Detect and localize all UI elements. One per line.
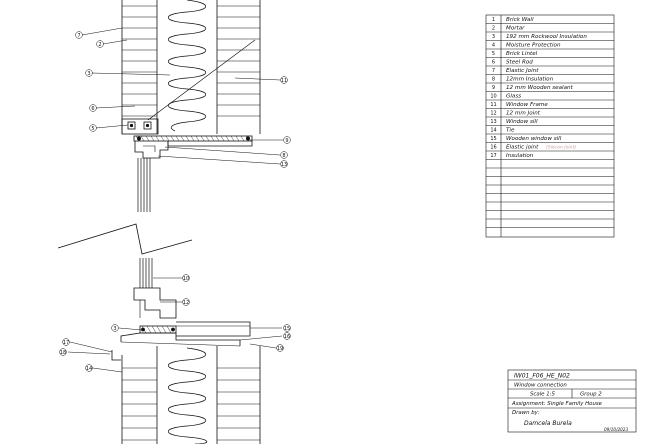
legend-label: Elastic joint bbox=[506, 145, 539, 151]
legend-label: 192 mm Rockwool Insulation bbox=[506, 34, 587, 40]
legend-label: Wooden window sill bbox=[506, 136, 562, 142]
legend-number: 13 bbox=[490, 119, 496, 125]
bottom-callout-numbers: 10 12 3 15 16 17 18 19 14 bbox=[60, 276, 290, 372]
callout-bottom-5: 16 bbox=[284, 334, 290, 340]
legend-label: Tie bbox=[506, 128, 515, 134]
legend-number: 5 bbox=[492, 51, 495, 57]
callout-bottom-6: 17 bbox=[63, 340, 69, 346]
callout-top-5: 5 bbox=[91, 126, 94, 132]
legend-label: Brick Wall bbox=[506, 17, 534, 23]
callout-top-1: 7 bbox=[77, 33, 80, 39]
legend-label: 12 mm Wooden sealant bbox=[506, 85, 574, 91]
legend-number: 11 bbox=[490, 102, 496, 108]
head-insulation-strip bbox=[133, 135, 253, 142]
legend-number: 1 bbox=[492, 17, 495, 23]
callout-top-2: 2 bbox=[98, 42, 101, 48]
legend-number: 10 bbox=[490, 94, 496, 100]
drawing-date: 09/10/2023 bbox=[604, 427, 628, 432]
legend-entries: 1 Brick Wall 2 Mortar 3 192 mm Rockwool Insul… bbox=[490, 17, 587, 159]
drawing-id: IW01_F06_HE_N02 bbox=[514, 373, 570, 380]
callout-top-6: 11 bbox=[281, 78, 287, 84]
legend-number: 9 bbox=[492, 85, 495, 91]
top-callout-numbers: 7 2 3 6 5 11 9 8 13 bbox=[77, 33, 288, 168]
insulation-wave-bottom bbox=[167, 347, 208, 444]
legend-table bbox=[485, 14, 615, 238]
legend-label: Steel Rod bbox=[506, 60, 533, 66]
callout-bottom-9: 14 bbox=[86, 366, 92, 372]
legend-number: 2 bbox=[492, 26, 495, 32]
window-frame-bottom bbox=[133, 287, 177, 319]
bottom-section-detail bbox=[111, 258, 261, 444]
legend-label: 12mm Insulation bbox=[506, 77, 554, 83]
steel-rod-right bbox=[143, 121, 152, 130]
legend-label: 12 mm Joint bbox=[506, 111, 541, 117]
legend-number: 4 bbox=[492, 43, 495, 49]
legend-number: 12 bbox=[490, 111, 496, 117]
assignment: Assignment: Single Family House bbox=[511, 401, 603, 407]
brick-courses-top bbox=[122, 5, 260, 117]
title-block bbox=[507, 369, 637, 433]
legend-label: Mortar bbox=[506, 26, 525, 32]
title-block-text: IW01_F06_HE_N02 Window connection Scale … bbox=[511, 373, 628, 433]
legend-number: 17 bbox=[490, 153, 496, 159]
legend-label: Glass bbox=[506, 94, 521, 100]
legend-number: 3 bbox=[492, 34, 495, 40]
callout-top-8: 8 bbox=[282, 153, 285, 159]
glass-bottom bbox=[139, 258, 153, 288]
legend-number: 8 bbox=[492, 77, 495, 83]
callout-top-3: 3 bbox=[87, 71, 90, 77]
drawn-by-label: Drawn by: bbox=[512, 410, 540, 416]
drawing-scale: Scale 1:5 bbox=[530, 392, 555, 398]
legend-number: 6 bbox=[492, 60, 495, 66]
insulation-wave-top bbox=[167, 0, 207, 132]
legend-label: Insulation bbox=[506, 153, 534, 159]
callout-bottom-4: 15 bbox=[284, 326, 290, 332]
legend-note: (Silicon Joint) bbox=[546, 145, 576, 151]
brick-lintel bbox=[121, 118, 159, 135]
legend-number: 16 bbox=[490, 145, 496, 151]
wooden-window-sill bbox=[176, 321, 251, 337]
drawing-group: Group 2 bbox=[580, 392, 602, 398]
drawing-title: Window connection bbox=[514, 383, 567, 389]
legend-number: 7 bbox=[492, 68, 495, 74]
callout-top-4: 6 bbox=[91, 106, 94, 112]
break-line bbox=[57, 223, 193, 255]
top-section-detail bbox=[121, 0, 261, 212]
callout-bottom-2: 12 bbox=[183, 300, 189, 306]
callout-top-7: 9 bbox=[285, 138, 288, 144]
callout-bottom-7: 18 bbox=[60, 350, 66, 356]
legend-label: Window sill bbox=[506, 119, 538, 125]
brick-courses-bottom bbox=[122, 367, 260, 441]
legend-number: 14 bbox=[490, 128, 496, 134]
steel-rod-left bbox=[127, 121, 136, 130]
legend-label: Brick Lintel bbox=[506, 51, 538, 57]
top-callouts bbox=[75, 27, 291, 168]
legend-label: Window Frame bbox=[506, 102, 548, 108]
elastic-joint bbox=[111, 350, 121, 361]
glass-top bbox=[137, 158, 151, 212]
legend-label: Elastic Joint bbox=[506, 68, 539, 74]
callout-bottom-3: 3 bbox=[113, 326, 116, 332]
author-name: Damcela Burela bbox=[524, 420, 572, 427]
legend-number: 15 bbox=[490, 136, 496, 142]
head-board bbox=[167, 141, 253, 147]
legend-label: Moisture Protection bbox=[506, 43, 561, 49]
callout-top-9: 13 bbox=[281, 162, 287, 168]
moisture-protection-line bbox=[147, 39, 256, 121]
callout-bottom-8: 19 bbox=[277, 346, 283, 352]
callout-bottom-1: 10 bbox=[183, 276, 189, 282]
window-frame-head bbox=[134, 141, 169, 159]
bottom-callouts bbox=[59, 274, 291, 373]
